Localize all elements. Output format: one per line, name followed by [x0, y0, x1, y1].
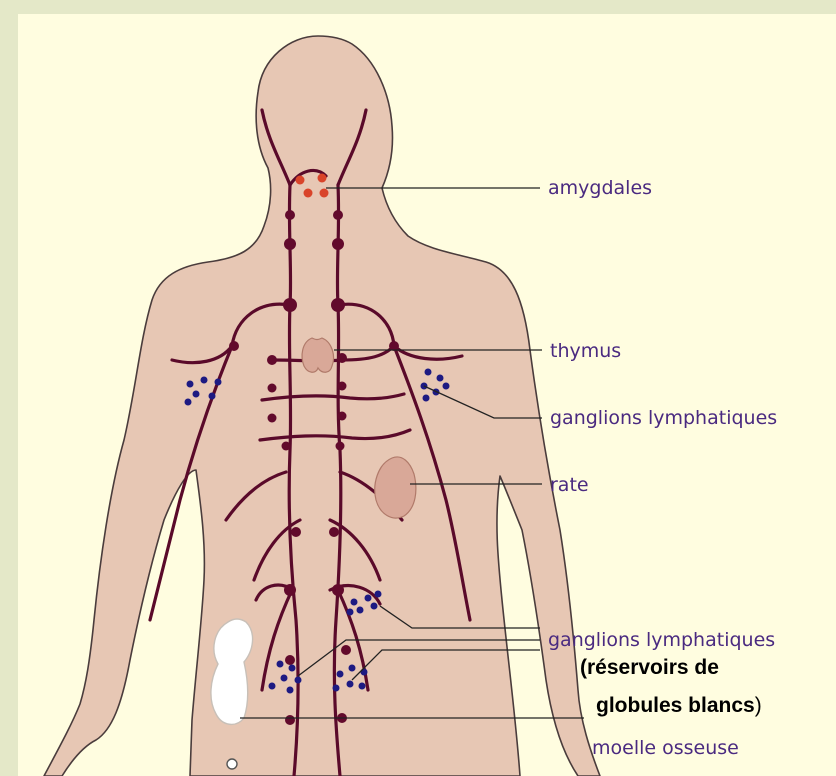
label-tonsils: amygdales — [548, 177, 652, 199]
note-bold-text: globules blancs — [596, 694, 755, 717]
note-line-2: globules blancs) — [596, 694, 762, 718]
label-bone-marrow: moelle osseuse — [592, 737, 739, 759]
note-tail: ) — [755, 694, 762, 717]
bone-marrow-region — [211, 619, 253, 724]
label-spleen: rate — [550, 474, 589, 496]
label-lymph-nodes-upper: ganglions lymphatiques — [550, 407, 777, 429]
left-frame-border — [0, 0, 18, 776]
thymus-organ — [302, 338, 333, 372]
bone-marrow-point — [227, 759, 237, 769]
label-thymus: thymus — [550, 340, 621, 362]
note-line-1: (réservoirs de — [580, 656, 719, 680]
top-frame-border — [0, 0, 836, 14]
label-lymph-nodes-lower: ganglions lymphatiques — [548, 629, 775, 651]
